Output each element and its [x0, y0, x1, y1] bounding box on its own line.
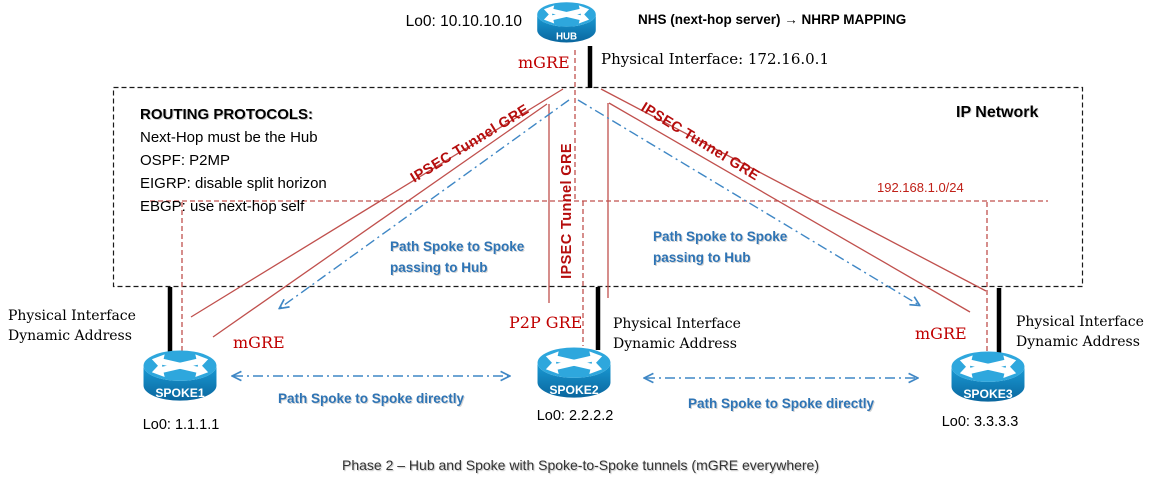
spoke1-loopback-label: Lo0: 1.1.1.1: [142, 417, 220, 433]
spoke1-physical-line2: Dynamic Address: [8, 328, 132, 344]
spoke3-router-label: SPOKE3: [963, 387, 1013, 401]
hub-tunnel-type-label: mGRE: [518, 53, 570, 72]
spoke3-physical-line1: Physical Interface: [1016, 314, 1144, 330]
spoke1-physical-label: Physical Interface Dynamic Address: [8, 306, 136, 346]
spoke2-physical-label: Physical Interface Dynamic Address: [613, 314, 741, 354]
hub-loopback-label: Lo0: 10.10.10.10: [405, 13, 522, 30]
spoke1-router-icon: SPOKE1: [143, 350, 217, 401]
diagram-caption: Phase 2 – Hub and Spoke with Spoke-to-Sp…: [341, 457, 820, 473]
spoke2-physical-line1: Physical Interface: [613, 316, 741, 332]
tunnel-right-label: IPSEC Tunnel GRE: [637, 99, 763, 185]
path-direct-left-label: Path Spoke to Spoke directly: [277, 391, 465, 406]
hub-router-icon: HUB: [537, 2, 596, 43]
spoke2-tunnel-type-label: P2P GRE: [509, 313, 583, 332]
spoke1-physical-line1: Physical Interface: [8, 308, 136, 324]
routing-protocols-note: ROUTING PROTOCOLS: Next-Hop must be the …: [140, 103, 327, 218]
spoke3-physical-label: Physical Interface Dynamic Address: [1016, 312, 1144, 352]
routing-rule-nexthop: Next-Hop must be the Hub: [140, 129, 318, 146]
spoke3-loopback-label: Lo0: 3.3.3.3: [941, 414, 1019, 430]
spoke3-tunnel-type-label: mGRE: [915, 324, 967, 343]
spoke1-router-label: SPOKE1: [155, 386, 205, 400]
routing-protocols-heading: ROUTING PROTOCOLS:: [140, 106, 314, 123]
spoke3-physical-line2: Dynamic Address: [1016, 334, 1140, 350]
subnet-label: 192.168.1.0/24: [877, 180, 964, 195]
hub-nhs-mapping-label: NHS (next-hop server) → NHRP MAPPING: [638, 12, 907, 27]
spoke-path-lines: [233, 99, 919, 378]
tunnel-left-label: IPSEC Tunnel GRE: [407, 101, 533, 187]
routing-rule-ospf: OSPF: P2MP: [140, 152, 231, 169]
spoke2-physical-line2: Dynamic Address: [613, 336, 737, 352]
routing-rule-ebgp: EBGP: use next-hop self: [140, 198, 305, 215]
spoke1-tunnel-type-label: mGRE: [233, 333, 285, 352]
path-via-hub-left-label: Path Spoke to Spoke passing to Hub: [390, 239, 525, 275]
hub-router-label: HUB: [556, 31, 577, 42]
hub-physical-interface-label: Physical Interface: 172.16.0.1: [601, 50, 829, 68]
ip-network-label: IP Network: [956, 104, 1039, 121]
tunnel-center-label: IPSEC Tunnel GRE: [559, 143, 575, 279]
path-direct-right-label: Path Spoke to Spoke directly: [687, 396, 875, 411]
path-via-hub-right-line: [577, 99, 919, 305]
path-via-hub-right-label: Path Spoke to Spoke passing to Hub: [653, 229, 788, 265]
spoke2-router-label: SPOKE2: [549, 383, 599, 397]
spoke2-router-icon: SPOKE2: [537, 347, 611, 398]
spoke3-router-icon: SPOKE3: [951, 351, 1025, 402]
tunnel-right-line-2: [608, 102, 971, 313]
spoke2-loopback-label: Lo0: 2.2.2.2: [536, 408, 614, 424]
routing-rule-eigrp: EIGRP: disable split horizon: [140, 175, 327, 192]
